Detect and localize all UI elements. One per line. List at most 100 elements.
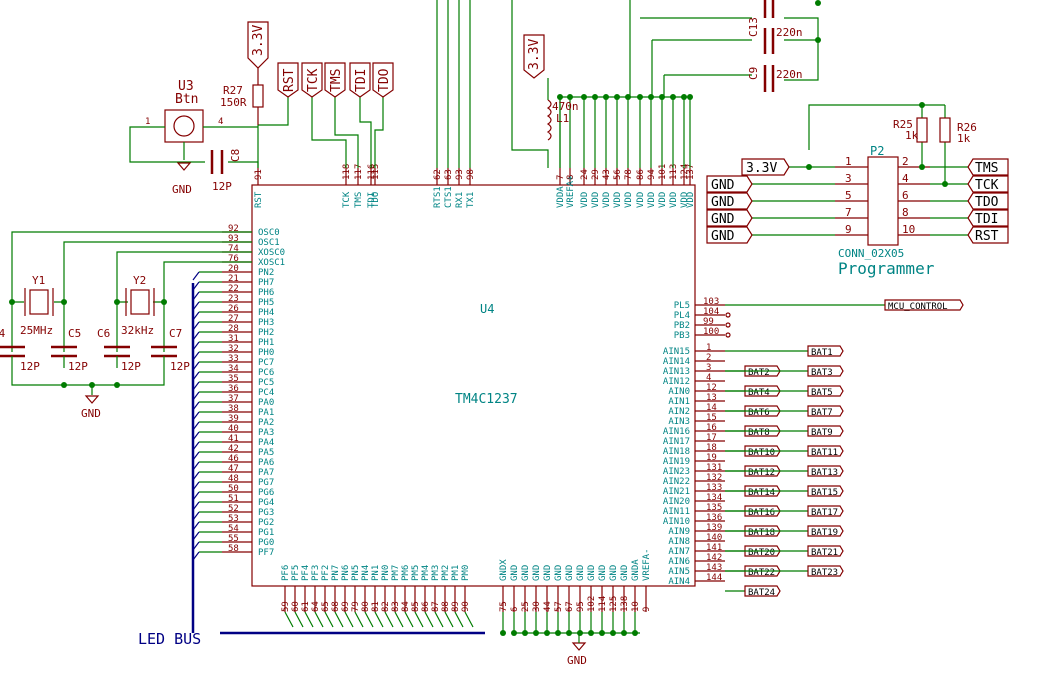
junction [919,164,925,170]
pin-number: 19 [706,453,717,463]
pin-name: XOSC0 [258,248,285,258]
svg-text:GND: GND [711,229,735,244]
junction [648,94,654,100]
pin-number: 86 [421,601,431,612]
pin-name: PN2 [258,268,274,278]
pin-name: GND [598,565,608,581]
pin-name: VDD [658,192,668,208]
net-label-bat3 [807,365,844,377]
pin-name: PL4 [674,311,690,321]
pin-name: GND [543,565,553,581]
pin-name: AIN2 [668,407,690,417]
pin-name: VDD [624,192,634,208]
pin-number: 136 [706,513,722,523]
pin-number: 80 [361,601,371,612]
pin-name: PA3 [258,428,274,438]
pin-name: VDD [680,192,690,208]
pin-number: 93 [455,169,465,180]
svg-text:TDO: TDO [975,195,999,210]
pin-name: PM7 [391,565,401,581]
p2-right-net-tdo: TDO [967,192,1009,210]
jtag-wires [257,97,384,168]
svg-text:GND: GND [711,212,735,227]
pin-name: PA5 [258,448,274,458]
pin-number: 32 [228,344,239,354]
net-label-bat23 [807,565,844,577]
pin-name: PC7 [258,358,274,368]
c13-ref: C13 [747,17,760,37]
pin-number: 55 [228,534,239,544]
pin-name: GND [587,565,597,581]
pin-number: 64 [311,601,321,612]
pin-name: VDD [686,192,696,208]
pin-name: PH3 [258,318,274,328]
junction [581,94,587,100]
vdda-wire [511,0,549,168]
pin-number: 141 [706,543,722,553]
svg-text:3.3V: 3.3V [251,25,266,56]
pin-name: PG1 [258,528,274,538]
svg-text:TDI: TDI [975,212,998,227]
pin-number: 61 [301,601,311,612]
net-label-text: BAT6 [748,408,770,418]
c13-value: 220n [776,26,803,39]
pin-name: AIN13 [663,367,690,377]
pin-number: 35 [228,374,239,384]
pin-name: PH6 [258,288,274,298]
capacitor-partial-top [763,0,775,18]
pin-name: PH0 [258,348,274,358]
pin-number: 63 [444,169,454,180]
pin-number: 6 [510,607,520,612]
pin-name: CTS1 [444,186,454,208]
p2-title: Programmer [838,259,935,278]
pin-number: 91 [254,169,264,180]
pin-name: AIN23 [663,467,690,477]
pin-name: PM2 [441,565,451,581]
u3-ref: U3 [178,79,194,94]
pin-name: GND [510,565,520,581]
svg-text:TDO: TDO [377,68,392,92]
pin-name: AIN8 [668,537,690,547]
net-label-text: BAT10 [748,448,775,458]
pin-name: AIN9 [668,527,690,537]
net-label-text: BAT18 [748,528,775,538]
u4-ref: U4 [480,302,494,316]
svg-text:6: 6 [902,189,909,202]
resistor-r25: R25 1k [893,117,928,143]
pin-number: 59 [281,601,291,612]
pin-number: 75 [499,601,509,612]
pin-name: AIN15 [663,347,690,357]
pin-name: PA1 [258,408,274,418]
svg-text:4: 4 [218,117,223,127]
pin-number: 81 [371,601,381,612]
c9-value: 220n [776,68,803,81]
pin-number: 125 [609,596,619,612]
pin-number: 99 [703,317,714,327]
pin-number: 82 [381,601,391,612]
pin-number: 58 [228,544,239,554]
net-label-text: BAT16 [748,508,775,518]
pin-number: 135 [706,503,722,513]
u4-part: TM4C1237 [455,392,518,407]
